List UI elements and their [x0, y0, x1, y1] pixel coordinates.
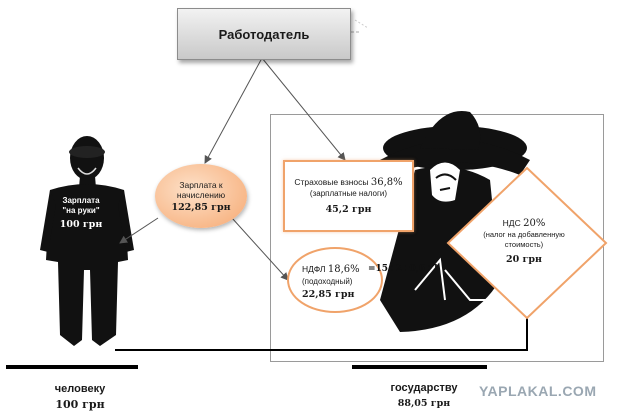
- take-home-label-line1: Зарплата: [62, 196, 100, 205]
- take-home-label-block: Зарплата "на руки" 100 грн: [46, 196, 116, 230]
- insurance-amount: 45,2 грн: [325, 204, 372, 215]
- ndfl-formula: =15+2+0,6+1: [368, 264, 439, 274]
- vat-percent: 20%: [523, 218, 546, 229]
- insurance-title-line: Страховые взносы 36,8%: [294, 177, 402, 188]
- ndfl-node: [287, 247, 383, 313]
- ndfl-amount: 22,85 грн: [302, 289, 355, 300]
- vat-title: НДС: [502, 218, 521, 228]
- state-caption-label: государству: [390, 382, 458, 394]
- insurance-subtitle: (зарплатные налоги): [309, 189, 388, 198]
- ndfl-text: НДФЛ 18,6% (подоходный) 22,85 грн: [302, 264, 432, 300]
- ndfl-title-line: НДФЛ 18,6%: [302, 264, 432, 275]
- ndfl-title: НДФЛ: [302, 264, 326, 274]
- arrow-person-to-vat: [115, 305, 532, 351]
- ndfl-subtitle: (подоходный): [302, 277, 353, 286]
- arrow-salary-to-ndfl: [231, 217, 289, 281]
- vat-diamond: [446, 166, 608, 320]
- salary-accrued-amount: 122,85 грн: [171, 201, 231, 213]
- insurance-title: Страховые взносы: [294, 177, 369, 187]
- insurance-node: Страховые взносы 36,8% (зарплатные налог…: [283, 160, 414, 232]
- vat-subtitle: (налог на добавленную стоимость): [483, 230, 565, 249]
- vat-node: НДС 20% (налог на добавленную стоимость)…: [478, 218, 570, 265]
- person-caption-amount: 100 грн: [55, 398, 105, 411]
- ndfl-percent: 18,6%: [327, 264, 360, 275]
- state-caption-amount: 88,05 грн: [397, 398, 451, 409]
- vat-title-line: НДС 20%: [478, 218, 570, 229]
- person-silhouette-icon: [40, 136, 134, 346]
- watermark-text: YAPLAKAL.COM: [479, 383, 597, 399]
- person-caption-label: человеку: [54, 383, 106, 395]
- arrow-employer-to-salary: [204, 57, 263, 164]
- person-caption: человеку 100 грн: [30, 383, 130, 411]
- salary-accrued-node: Зарплата к начислению 122,85 грн: [155, 164, 247, 228]
- insurance-percent: 36,8%: [370, 177, 403, 188]
- arrow-employer-to-insurance: [261, 57, 346, 161]
- take-home-label-line2: "на руки": [62, 206, 100, 215]
- arrow-salary-to-person: [119, 217, 159, 244]
- salary-accrued-label: Зарплата к начислению: [176, 179, 226, 200]
- employer-box: Работодатель: [177, 8, 351, 60]
- vat-amount: 20 грн: [506, 254, 542, 265]
- employer-label: Работодатель: [218, 26, 310, 42]
- take-home-amount: 100 грн: [59, 219, 103, 230]
- state-caption: государству 88,05 грн: [374, 382, 474, 409]
